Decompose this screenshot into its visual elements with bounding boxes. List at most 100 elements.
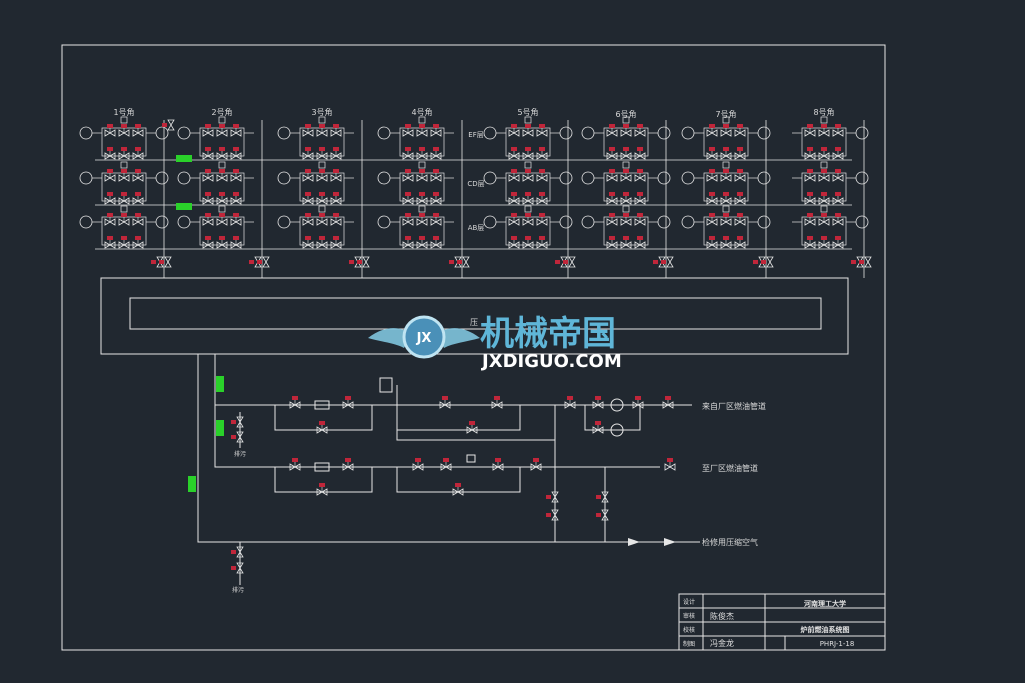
vent-valve-icon xyxy=(162,119,175,131)
valve-icon xyxy=(634,124,646,137)
header-valve-icon xyxy=(859,256,872,268)
valve-icon xyxy=(536,169,548,182)
valve-icon xyxy=(508,213,520,226)
valve-icon xyxy=(492,458,504,471)
layer-label-cd: CD层 xyxy=(467,180,484,188)
valve-icon xyxy=(804,124,816,137)
valve-icon xyxy=(316,421,328,434)
valve-icon xyxy=(416,169,428,182)
valve-icon xyxy=(302,169,314,182)
burner-unit xyxy=(277,205,354,249)
valve-icon xyxy=(508,236,520,249)
valve-icon xyxy=(634,213,646,226)
filter-icon xyxy=(120,116,128,124)
burner-gun-icon xyxy=(657,126,671,140)
valve-icon xyxy=(330,169,342,182)
burner-unit xyxy=(681,205,771,249)
pipe-label-air: 检修用压缩空气 xyxy=(702,537,758,547)
tb-designer: 陈俊杰 xyxy=(710,611,734,621)
burner-unit xyxy=(483,116,573,160)
valve-icon xyxy=(706,124,718,137)
valve-icon xyxy=(804,213,816,226)
burner-unit xyxy=(681,161,771,205)
valve-icon xyxy=(402,147,414,160)
valve-icon xyxy=(316,192,328,205)
valve-icon xyxy=(412,458,424,471)
supply-piping xyxy=(197,354,692,543)
valve-icon xyxy=(430,169,442,182)
corner-label-7: 7号角 xyxy=(715,109,736,119)
burner-gun-icon xyxy=(855,126,869,140)
valve-icon xyxy=(202,192,214,205)
burner-unit xyxy=(377,161,454,205)
burner-unit xyxy=(177,116,254,160)
valve-icon xyxy=(289,396,301,409)
corner-label-5: 5号角 xyxy=(517,107,538,117)
valve-icon xyxy=(664,458,676,471)
valve-icon xyxy=(491,396,503,409)
burner-gun-icon xyxy=(483,126,497,140)
burner-gun-icon xyxy=(377,171,391,185)
burner-unit xyxy=(177,161,254,205)
valve-icon xyxy=(720,213,732,226)
burner-gun-icon xyxy=(757,171,771,185)
valve-icon xyxy=(342,396,354,409)
valve-icon xyxy=(330,213,342,226)
valve-icon xyxy=(832,124,844,137)
valve-icon xyxy=(508,147,520,160)
filter-icon xyxy=(120,205,128,213)
valve-icon xyxy=(216,169,228,182)
valve-icon xyxy=(230,169,242,182)
header-valve-icon xyxy=(357,256,370,268)
burner-gun-icon xyxy=(177,126,191,140)
valve-icon xyxy=(202,169,214,182)
burner-unit xyxy=(581,161,671,205)
tb-school: 河南理工大学 xyxy=(804,599,846,608)
valve-icon xyxy=(818,124,830,137)
valve-icon xyxy=(118,147,130,160)
valve-icon xyxy=(302,124,314,137)
valve-icon xyxy=(302,236,314,249)
burner-gun-icon xyxy=(277,215,291,229)
valve-icon xyxy=(118,169,130,182)
valve-icon xyxy=(202,147,214,160)
burner-unit xyxy=(79,205,169,249)
valve-icon xyxy=(316,169,328,182)
burner-unit xyxy=(277,161,354,205)
valve-icon xyxy=(216,192,228,205)
burner-gun-icon xyxy=(855,171,869,185)
valve-icon xyxy=(416,192,428,205)
valve-icon xyxy=(606,147,618,160)
valve-icon xyxy=(330,236,342,249)
valve-icon xyxy=(536,124,548,137)
burner-gun-icon xyxy=(657,215,671,229)
valve-icon xyxy=(230,236,242,249)
tb-row-label-3: 校核 xyxy=(683,626,695,634)
valve-icon xyxy=(302,213,314,226)
header-valve-icon xyxy=(257,256,270,268)
pump-icon xyxy=(610,423,624,437)
valve-icon xyxy=(132,124,144,137)
valve-icon xyxy=(104,236,116,249)
filter-icon xyxy=(418,161,426,169)
valve-icon xyxy=(216,236,228,249)
burner-gun-icon xyxy=(377,126,391,140)
burner-unit xyxy=(483,161,573,205)
filter-icon xyxy=(466,454,476,463)
valve-icon xyxy=(536,192,548,205)
valve-icon xyxy=(289,458,301,471)
valve-icon xyxy=(330,124,342,137)
burner-gun-icon xyxy=(757,215,771,229)
valve-icon xyxy=(202,236,214,249)
valve-icon xyxy=(596,509,609,521)
valve-icon xyxy=(230,192,242,205)
filter-icon xyxy=(622,205,630,213)
valve-icon xyxy=(440,458,452,471)
header-valve-icon xyxy=(563,256,576,268)
valve-icon xyxy=(662,396,674,409)
watermark-en: JXDIGUO.COM xyxy=(480,351,622,372)
burner-unit xyxy=(681,116,771,160)
tb-checker: 冯金龙 xyxy=(710,638,734,648)
ring-header xyxy=(100,277,849,355)
valve-icon xyxy=(416,236,428,249)
